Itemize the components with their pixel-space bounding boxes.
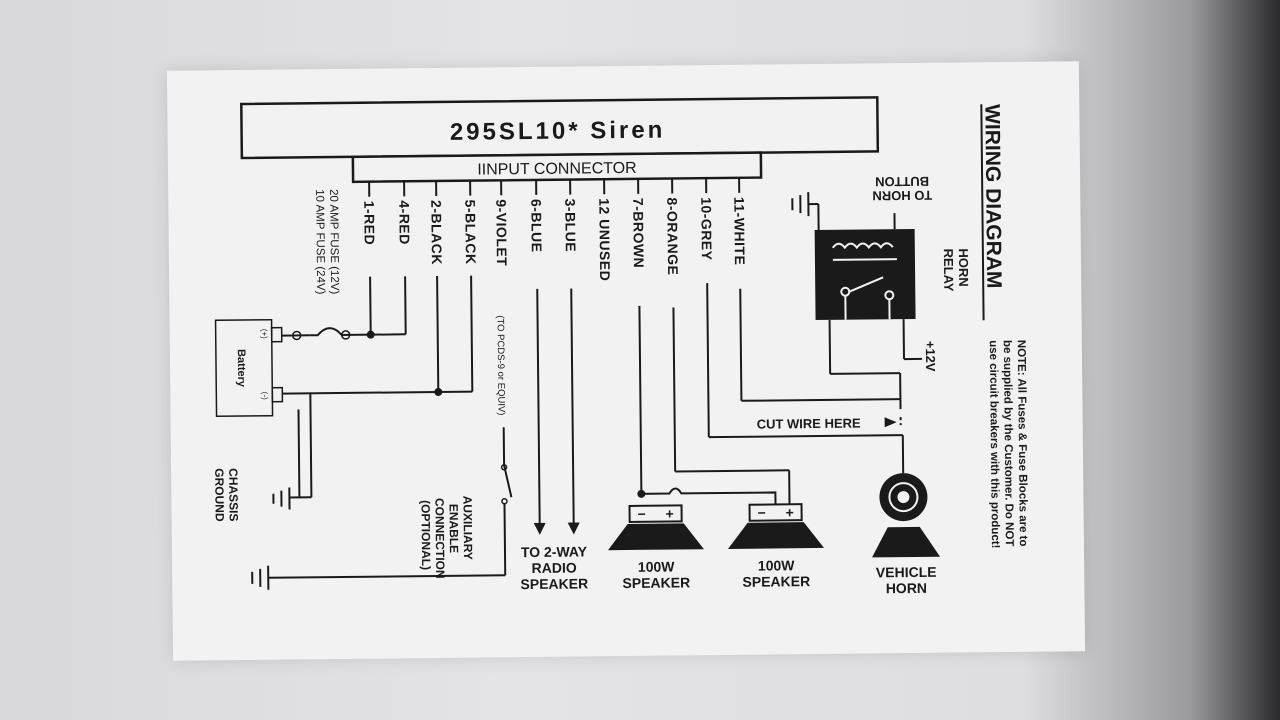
speaker1-line-2: SPEAKER: [622, 574, 690, 591]
auxiliary-line-4: (OPTIONAL): [418, 500, 433, 570]
battery-pos-label: (+): [260, 329, 269, 339]
connector-label: IINPUT CONNECTOR: [477, 160, 637, 179]
arrow-right-icon: [884, 417, 897, 428]
wire-label-12: 12 UNUSED: [596, 198, 613, 281]
speaker1-line-1: 100W: [638, 558, 676, 574]
auxiliary-line-2: ENABLE: [446, 504, 461, 553]
title-underline: [980, 104, 985, 321]
note-line-3: use circuit breakers with this product!: [987, 340, 1001, 548]
arrow-down-icon: [567, 522, 580, 535]
siren-title: 295SL10* Siren: [450, 117, 666, 146]
auxiliary-line-1: AUXILIARY: [460, 496, 475, 560]
ground-icon: [251, 565, 270, 590]
junction-dot: [366, 330, 375, 339]
plus12-label: +12V: [923, 341, 938, 372]
svg-text:+: +: [786, 504, 794, 520]
speaker2-line-1: 100W: [758, 557, 796, 573]
fuse-terminal: [340, 330, 351, 340]
switch-contact: [500, 464, 508, 471]
radio-speaker-line-2: RADIO: [532, 560, 577, 576]
wire-label-1: 1-RED: [361, 201, 377, 246]
radio-speaker-line-3: SPEAKER: [520, 575, 588, 592]
input-connector-box: [351, 151, 763, 184]
battery-label: Battery: [235, 349, 247, 388]
fuse-line-1: 20 AMP FUSE (12V): [327, 189, 340, 295]
switch-contact: [501, 498, 508, 505]
wiring-diagram-sheet: 295SL10* Siren IINPUT CONNECTOR 1-RED 4-R…: [166, 61, 1086, 661]
vehicle-horn-line-2: HORN: [886, 580, 927, 596]
fuse-terminal: [291, 330, 302, 341]
wiring-diagram-title: WIRING DIAGRAM: [980, 104, 1005, 289]
cut-wire-label: CUT WIRE HERE: [757, 416, 861, 432]
ground-icon: [272, 487, 291, 510]
battery-terminal-neg: [271, 386, 284, 403]
chassis-ground-line-2: GROUND: [212, 468, 227, 522]
wire-label-6: 6-BLUE: [528, 199, 545, 253]
note-line-1: NOTE: All Fuses & Fuse Blocks are to: [1015, 340, 1029, 547]
svg-text:+: +: [666, 506, 674, 522]
battery-box: [214, 318, 274, 418]
horn-button-line-2: BUTTON: [875, 174, 929, 190]
horn-relay-line-1: HORN: [956, 248, 971, 286]
wire-label-3: 3-BLUE: [562, 198, 579, 252]
svg-text:−: −: [638, 506, 646, 522]
horn-icon: [872, 473, 941, 558]
wire-list: 1-RED 4-RED 2-BLACK 5-BLACK 9-VIOLET 6-BLUE 3-…: [361, 177, 748, 281]
speaker-icon: − +: [727, 503, 824, 549]
wire-label-7: 7-BROWN: [630, 198, 647, 269]
junction-dot: [637, 489, 646, 498]
speaker2-line-2: SPEAKER: [742, 573, 810, 590]
wiring-diagram: 295SL10* Siren IINPUT CONNECTOR 1-RED 4-R…: [212, 96, 1029, 596]
auxiliary-line-3: CONNECTION: [432, 498, 447, 579]
junction-dot: [434, 387, 443, 396]
battery-terminal-pos: [270, 326, 283, 343]
wire-label-2: 2-BLACK: [428, 200, 445, 265]
wire-label-11: 11-WHITE: [731, 197, 748, 266]
note-line-2: be supplied by the Customer. Do NOT: [1001, 340, 1015, 547]
wire-label-10: 10-GREY: [698, 197, 715, 261]
fuse-line-2: 10 AMP FUSE (24V): [313, 189, 326, 295]
wire-label-5: 5-BLACK: [462, 200, 479, 265]
arrow-down-icon: [533, 522, 546, 535]
horn-relay-line-2: RELAY: [941, 249, 956, 292]
wire-label-8: 8-ORANGE: [664, 197, 681, 275]
wire-label-9: 9-VIOLET: [493, 199, 510, 266]
vehicle-horn-line-1: VEHICLE: [876, 564, 937, 581]
violet-note: (TO PCDS-9 or EQUIV): [495, 315, 507, 415]
relay-icon: [814, 228, 916, 321]
wire-label-4: 4-RED: [396, 200, 412, 245]
battery-neg-label: (-): [260, 392, 269, 400]
wire-paths: [268, 202, 923, 579]
speaker-icon: − +: [607, 504, 704, 551]
ground-icon: [791, 192, 810, 217]
svg-text:−: −: [758, 505, 766, 521]
chassis-ground-line-1: CHASSIS: [226, 468, 241, 521]
horn-button-line-1: TO HORN: [872, 188, 932, 204]
radio-speaker-line-1: TO 2-WAY: [521, 543, 588, 560]
